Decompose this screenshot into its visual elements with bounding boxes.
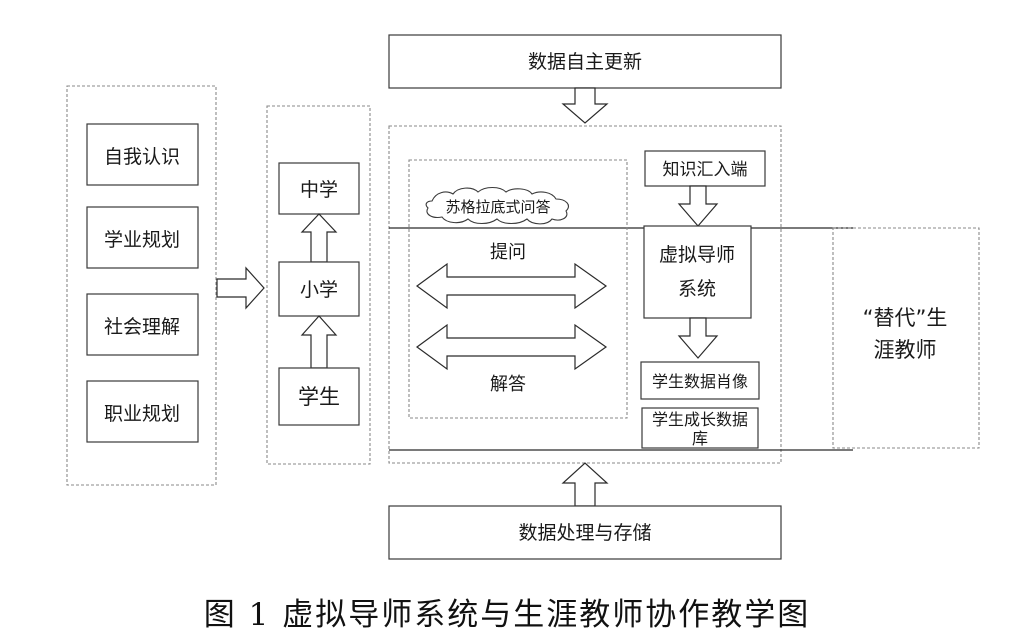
left-item-2-label: 学业规划: [104, 229, 180, 251]
left-item-3-box: [86, 293, 199, 356]
growth-db-label-2: 库: [692, 429, 708, 448]
left-item-4-box: [86, 380, 199, 443]
stage-student-label: 学生: [298, 385, 340, 409]
qa-dashed-area: [408, 159, 628, 419]
virtual-mentor-box: [643, 225, 752, 319]
stage-middle-school-label: 中学: [300, 179, 338, 201]
down-arrow-knowledge: [677, 185, 719, 227]
growth-db-label-1: 学生成长数据: [652, 410, 748, 429]
stage-primary-school-box: [278, 261, 360, 317]
socratic-cloud: [425, 186, 569, 225]
ask-label: 提问: [490, 242, 526, 263]
double-arrow-answer: [415, 323, 608, 371]
data-update-box: [388, 34, 782, 89]
stage-dashed-group: [266, 105, 371, 465]
data-processing-label: 数据处理与存储: [518, 522, 651, 544]
left-item-2-box: [86, 206, 199, 269]
growth-db-box: [641, 407, 759, 449]
data-update-label: 数据自主更新: [528, 51, 642, 73]
right-arrow-left: [216, 266, 265, 310]
data-processing-box: [388, 505, 782, 560]
left-item-1-box: [86, 123, 199, 186]
student-portrait-label: 学生数据肖像: [652, 372, 748, 391]
up-arrow-stage-1: [300, 213, 338, 263]
left-item-1-label: 自我认识: [104, 146, 180, 168]
left-item-3-label: 社会理解: [104, 316, 180, 338]
stage-middle-school-box: [278, 162, 360, 215]
knowledge-input-box: [644, 150, 766, 187]
student-portrait-box: [640, 361, 760, 400]
up-arrow-bottom: [561, 462, 609, 507]
down-arrow-top: [561, 87, 609, 124]
substitute-teacher-box: [832, 227, 980, 449]
down-arrow-mentor: [677, 317, 719, 359]
substitute-teacher-label-2: 涯教师: [874, 338, 937, 362]
knowledge-input-label: 知识汇入端: [663, 160, 748, 180]
double-arrow-ask: [415, 262, 608, 310]
answer-label: 解答: [490, 374, 526, 395]
stage-primary-school-label: 小学: [300, 279, 338, 301]
virtual-mentor-label-1: 虚拟导师: [659, 244, 735, 266]
up-arrow-stage-2: [300, 315, 338, 369]
socratic-label: 苏格拉底式问答: [445, 198, 550, 216]
stage-student-box: [278, 367, 360, 426]
left-dashed-group: [66, 85, 217, 486]
left-item-4-label: 职业规划: [104, 403, 180, 425]
figure-caption: 图 1 虚拟导师系统与生涯教师协作教学图: [204, 597, 810, 633]
virtual-mentor-label-2: 系统: [678, 278, 716, 300]
substitute-teacher-label-1: “替代”生: [863, 306, 948, 330]
